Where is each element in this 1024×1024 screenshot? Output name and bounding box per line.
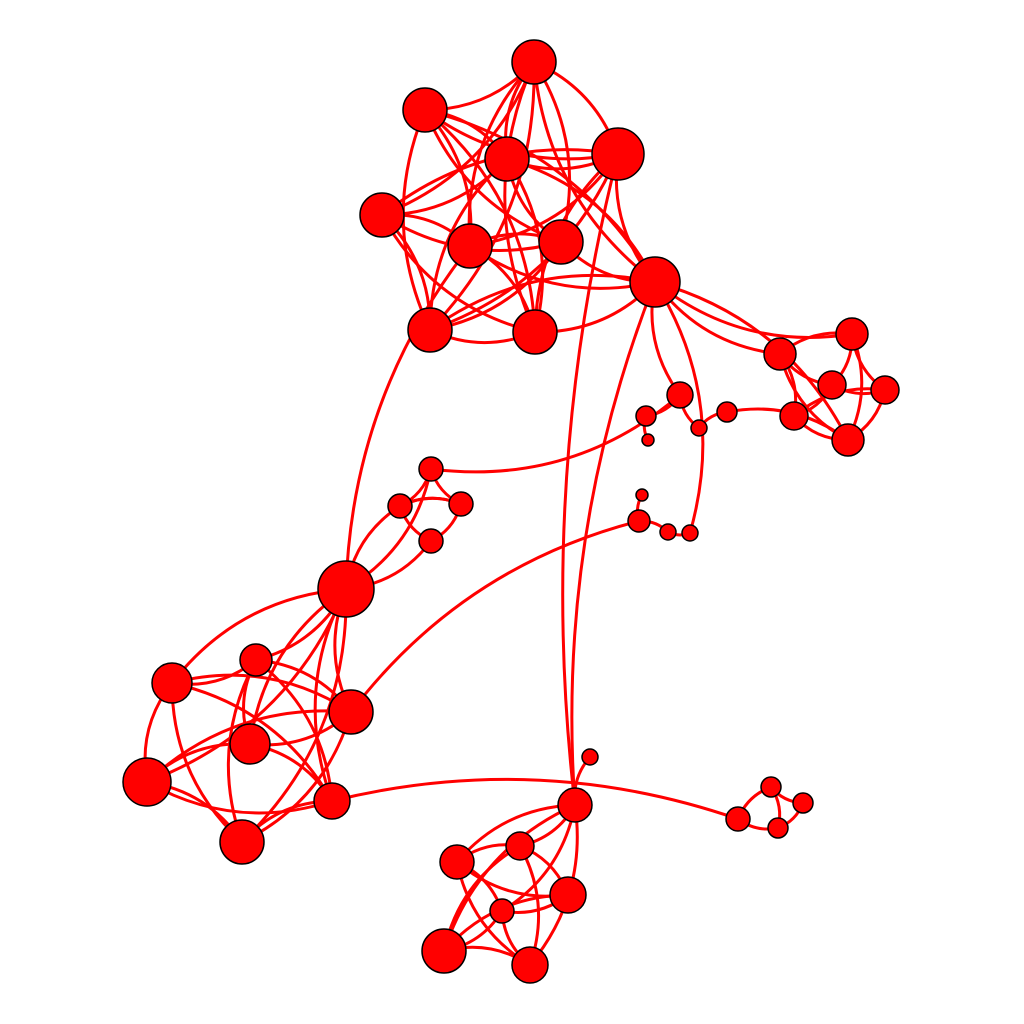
graph-node (635, 405, 657, 427)
graph-node (538, 219, 584, 265)
graph-node (418, 456, 444, 482)
graph-node (505, 831, 535, 861)
graph-edge (330, 777, 740, 821)
graph-edge (380, 213, 537, 334)
graph-node (448, 491, 474, 517)
graph-node (402, 87, 448, 133)
graph-node (690, 419, 708, 437)
graph-edge (653, 280, 705, 535)
graph-node (239, 643, 273, 677)
graph-node (716, 401, 738, 423)
graph-edge (428, 273, 657, 332)
graph-node (792, 792, 814, 814)
graph-node (779, 401, 809, 431)
graph-node (629, 256, 681, 308)
graph-node (418, 528, 444, 554)
graph-node (835, 317, 869, 351)
graph-node (511, 39, 557, 85)
graph-node (641, 433, 655, 447)
graph-node (725, 806, 751, 832)
graph-node (549, 876, 587, 914)
graph-node (447, 223, 493, 269)
graph-edge (349, 519, 641, 714)
graph-node (328, 689, 374, 735)
graph-edge (423, 108, 537, 334)
graph-edge (428, 152, 620, 332)
graph-node (489, 898, 515, 924)
graph-node (581, 748, 599, 766)
graph-node (763, 337, 797, 371)
graph-edge (653, 280, 854, 339)
graph-node (591, 127, 645, 181)
graph-edge (467, 60, 536, 248)
graph-node (666, 381, 694, 409)
graph-edge (344, 244, 472, 591)
graph-node (557, 787, 593, 823)
graph-node (122, 757, 172, 807)
graph-node (317, 560, 375, 618)
graph-node (767, 817, 789, 839)
graph-node (635, 488, 649, 502)
graph-node (831, 423, 865, 457)
graph-node (659, 523, 677, 541)
graph-edge (170, 673, 353, 714)
graph-edge (170, 681, 244, 844)
graph-edge (240, 587, 348, 844)
graph-node (421, 928, 467, 974)
graph-node (511, 946, 549, 984)
graph-node (817, 370, 847, 400)
graph-edge (561, 152, 620, 807)
graph-nodes (122, 39, 900, 984)
graph-node (627, 509, 651, 533)
graph-node (407, 307, 453, 353)
graph-node (484, 136, 530, 182)
graph-edge (226, 658, 258, 844)
graph-node (512, 309, 558, 355)
graph-node (219, 819, 265, 865)
graph-node (313, 782, 351, 820)
graph-node (681, 524, 699, 542)
graph-edge (570, 280, 657, 807)
graph-node (151, 662, 193, 704)
graph-node (387, 493, 413, 519)
graph-node (760, 776, 782, 798)
graph-node (439, 844, 475, 880)
graph-node (870, 375, 900, 405)
graph-edge (254, 658, 334, 803)
graph-node (359, 192, 405, 238)
graph-edge (428, 60, 536, 332)
graph-edge (653, 280, 850, 442)
graph-node (229, 723, 271, 765)
